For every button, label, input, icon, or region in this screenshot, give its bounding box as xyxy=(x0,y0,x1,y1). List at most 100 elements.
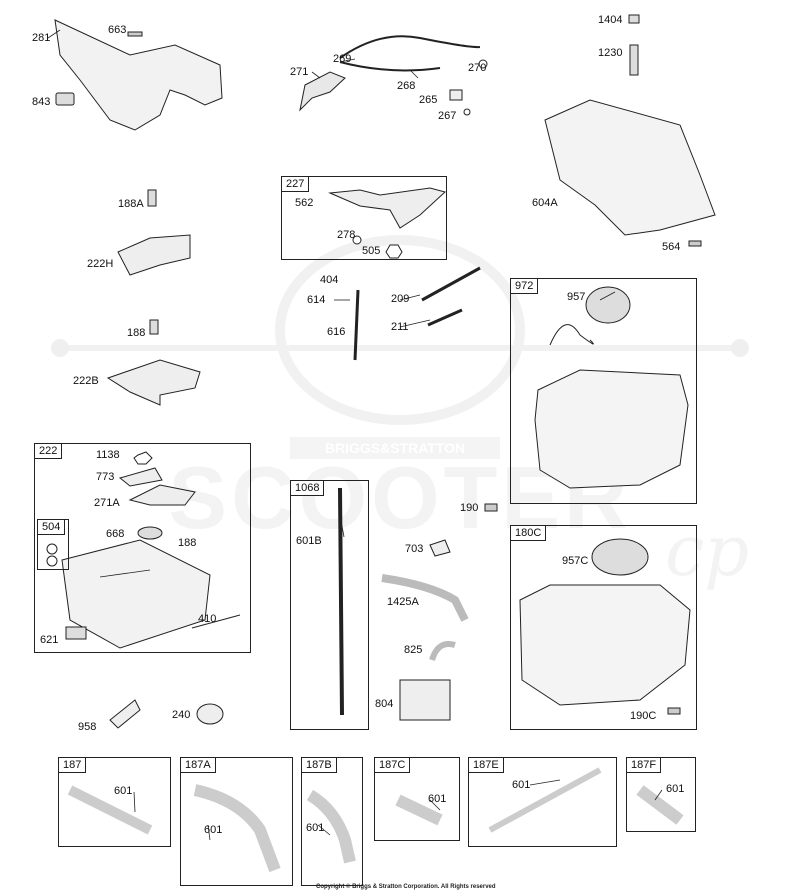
box-187C-label: 187C xyxy=(375,758,411,773)
part-222B-bracket xyxy=(106,359,201,406)
callout-281: 281 xyxy=(32,32,51,44)
part-209-spring xyxy=(421,266,481,302)
callout-505: 505 xyxy=(362,245,381,257)
box-187E: 187E xyxy=(468,757,617,847)
box-187: 187 xyxy=(58,757,171,847)
watermark-suffix: cp xyxy=(665,510,749,592)
part-825-hose xyxy=(429,641,456,661)
part-957C-cap xyxy=(591,538,649,576)
box-187B: 187B xyxy=(301,757,363,886)
part-505-nut xyxy=(385,244,403,259)
box-227: 227 xyxy=(281,176,447,260)
part-972-tank xyxy=(534,369,689,489)
part-1425A-hose xyxy=(381,574,469,622)
part-616-rod xyxy=(353,289,360,361)
box-1068-label: 1068 xyxy=(291,481,325,496)
callout-270: 270 xyxy=(468,62,487,74)
callout-271: 271 xyxy=(290,66,309,78)
callout-958: 958 xyxy=(78,721,97,733)
box-222-label: 222 xyxy=(35,444,63,459)
part-564-screw xyxy=(688,240,702,247)
copyright-notice: Copyright © Briggs & Stratton Corporatio… xyxy=(316,884,496,890)
callout-268: 268 xyxy=(397,80,416,92)
part-188A-screw xyxy=(147,189,157,207)
box-504-label: 504 xyxy=(38,520,66,535)
part-1404-nut xyxy=(628,14,640,24)
callout-825: 825 xyxy=(404,644,423,656)
box-187-label: 187 xyxy=(59,758,87,773)
callout-267: 267 xyxy=(438,110,457,122)
part-504-washer-bottom xyxy=(46,555,58,567)
callout-601-187B: 601 xyxy=(306,822,325,834)
callout-410: 410 xyxy=(198,613,217,625)
callout-1138: 1138 xyxy=(96,449,120,461)
callout-269: 269 xyxy=(333,53,352,65)
callout-957C: 957C xyxy=(562,555,589,567)
callout-188: 188 xyxy=(127,327,146,339)
part-265-clip xyxy=(449,89,463,101)
part-773-plate xyxy=(118,467,163,487)
box-187A-label: 187A xyxy=(181,758,216,773)
part-668-grommet xyxy=(137,526,163,540)
part-222H-bracket xyxy=(117,234,191,276)
callout-601-187: 601 xyxy=(114,785,133,797)
box-180C-label: 180C xyxy=(511,526,547,541)
callout-703: 703 xyxy=(405,543,424,555)
callout-1230: 1230 xyxy=(598,47,623,59)
box-227-label: 227 xyxy=(282,177,310,192)
callout-562: 562 xyxy=(295,197,314,209)
box-1068: 1068 xyxy=(290,480,369,730)
part-621-clip xyxy=(65,626,87,640)
part-604A-shroud xyxy=(544,99,716,236)
callout-188-222: 188 xyxy=(178,537,197,549)
part-187B-hose xyxy=(306,789,356,864)
callout-209: 209 xyxy=(391,293,410,305)
part-271-lever xyxy=(299,71,346,112)
part-703-clamp xyxy=(429,539,451,557)
box-222: 222 xyxy=(34,443,251,653)
callout-278: 278 xyxy=(337,229,356,241)
callout-240: 240 xyxy=(172,709,191,721)
callout-601-187F: 601 xyxy=(666,783,685,795)
part-271A-lever xyxy=(128,484,196,506)
callout-222B: 222B xyxy=(73,375,99,387)
callout-222H: 222H xyxy=(87,258,114,270)
box-187B-label: 187B xyxy=(302,758,337,773)
part-187E-hose xyxy=(488,767,602,833)
callout-211: 211 xyxy=(391,321,409,333)
box-187C: 187C xyxy=(374,757,460,841)
callout-614: 614 xyxy=(307,294,326,306)
part-222-base xyxy=(61,539,211,649)
part-269-cable xyxy=(339,35,481,59)
part-211-spring xyxy=(427,308,463,327)
part-843-pad xyxy=(55,92,75,106)
part-504-washer-top xyxy=(46,543,58,555)
callout-601-187A: 601 xyxy=(204,824,223,836)
part-663-screw xyxy=(127,31,143,37)
part-187C-hose xyxy=(395,794,443,826)
part-281-bracket xyxy=(54,19,223,131)
part-1230-stud xyxy=(629,44,639,76)
callout-616: 616 xyxy=(327,326,346,338)
part-188-screw xyxy=(149,319,159,335)
callout-188A: 188A xyxy=(118,198,144,210)
part-180C-tank xyxy=(519,584,691,706)
callout-190C: 190C xyxy=(630,710,657,722)
box-972-label: 972 xyxy=(511,279,539,294)
part-601B-dipstick xyxy=(338,487,344,716)
callout-601B: 601B xyxy=(296,535,322,547)
part-267-screw xyxy=(463,108,471,116)
callout-668: 668 xyxy=(106,528,125,540)
callout-773: 773 xyxy=(96,471,115,483)
box-972: 972 xyxy=(510,278,697,504)
callout-663: 663 xyxy=(108,24,127,36)
callout-621: 621 xyxy=(40,634,59,646)
leader-lines xyxy=(47,29,663,841)
callout-265: 265 xyxy=(419,94,438,106)
part-240-filter xyxy=(196,703,224,725)
part-1138-nut xyxy=(133,451,153,465)
callout-804: 804 xyxy=(375,698,394,710)
part-562-arm xyxy=(328,187,447,229)
part-268-cable xyxy=(339,61,441,72)
callout-601-187E: 601 xyxy=(512,779,531,791)
